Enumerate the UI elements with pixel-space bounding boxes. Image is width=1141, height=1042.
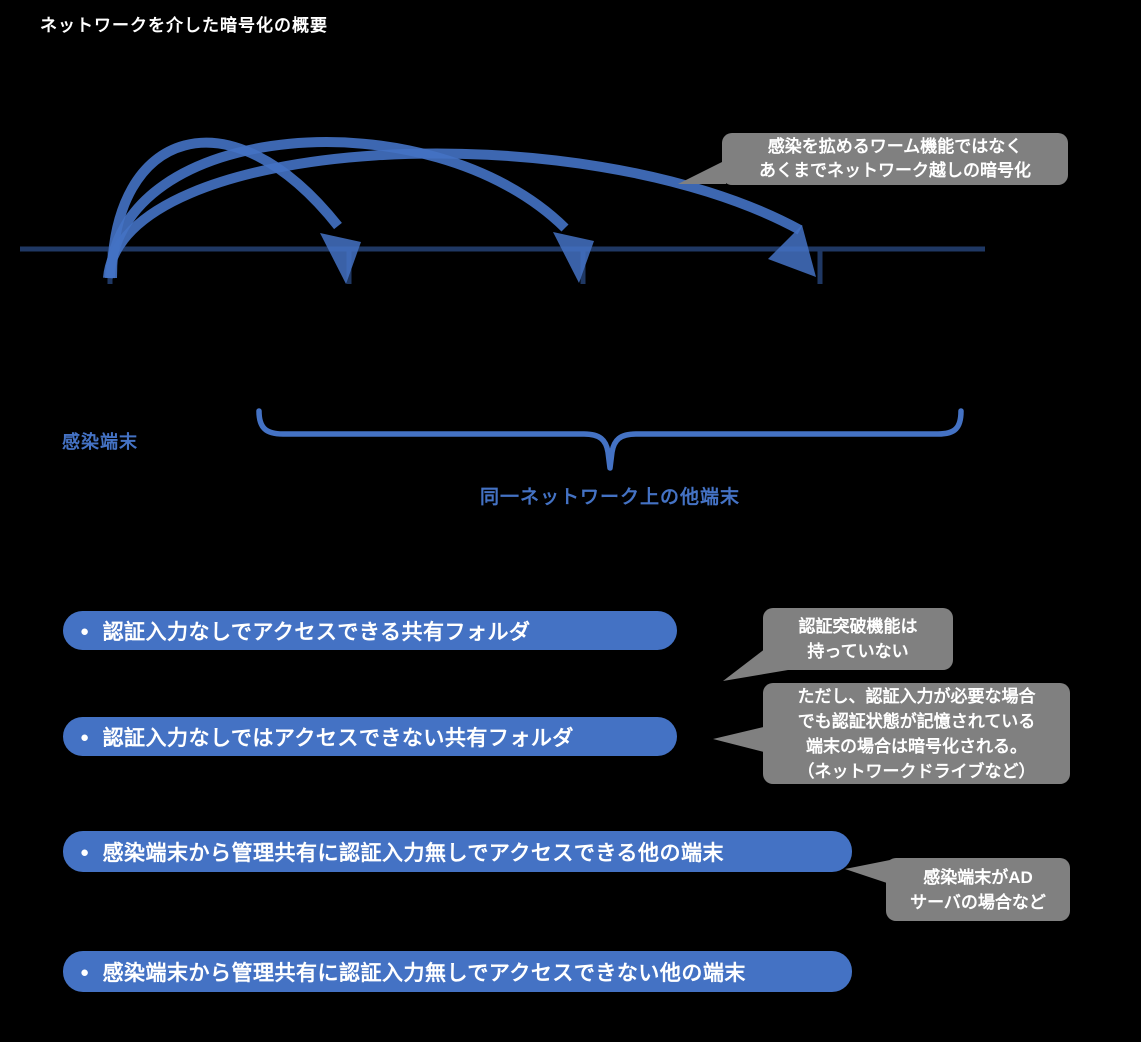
pill-shared-folder-auth-required: ● 認証入力なしではアクセスできない共有フォルダ	[63, 717, 677, 756]
bullet-icon: ●	[80, 623, 90, 640]
pill-admin-share-accessible: ● 感染端末から管理共有に認証入力無しでアクセスできる他の端末	[63, 831, 852, 872]
no-auth-bypass-callout: 認証突破機能は 持っていない	[763, 608, 953, 670]
no-auth-bypass-line1: 認証突破機能は	[798, 617, 918, 636]
ad-server-line1: 感染端末がAD	[923, 867, 1033, 887]
arrowheads	[320, 225, 816, 284]
auth-note-callout-tail	[713, 726, 768, 753]
auth-note-line3: 端末の場合は暗号化される。	[806, 736, 1027, 756]
auth-note-line1: ただし、認証入力が必要な場合	[797, 686, 1036, 706]
no-auth-bypass-line2: 持っていない	[807, 642, 909, 661]
auth-note-line2: でも認証状態が記憶されている	[797, 711, 1036, 731]
ad-server-callout: 感染端末がAD サーバの場合など	[886, 858, 1070, 921]
auth-note-line4: （ネットワークドライブなど）	[797, 761, 1036, 781]
other-terminals-label: 同一ネットワーク上の他端末	[479, 487, 740, 508]
pill-label: 認証入力なしでアクセスできる共有フォルダ	[102, 620, 531, 644]
worm-callout-line1: 感染を拡めるワーム機能ではなく	[767, 137, 1023, 156]
arrowhead-1	[320, 233, 361, 284]
terminal-ticks	[107, 250, 823, 284]
bullet-icon: ●	[80, 844, 90, 861]
pill-admin-share-not-accessible: ● 感染端末から管理共有に認証入力無しでアクセスできない他の端末	[63, 951, 852, 992]
bullet-icon: ●	[80, 729, 90, 746]
arrowhead-3	[768, 225, 816, 277]
ad-server-line2: サーバの場合など	[910, 892, 1046, 912]
pill-shared-folder-no-auth: ● 認証入力なしでアクセスできる共有フォルダ	[63, 611, 677, 650]
pill-label: 感染端末から管理共有に認証入力無しでアクセスできる他の端末	[102, 841, 724, 865]
encryption-arcs	[103, 137, 803, 279]
auth-note-callout: ただし、認証入力が必要な場合 でも認証状態が記憶されている 端末の場合は暗号化さ…	[763, 683, 1070, 784]
worm-callout-line2: あくまでネットワーク越しの暗号化	[759, 161, 1031, 180]
pill-label: 感染端末から管理共有に認証入力無しでアクセスできない他の端末	[102, 961, 746, 985]
arc-to-terminal-1	[107, 137, 342, 279]
worm-callout: 感染を拡めるワーム機能ではなく あくまでネットワーク越しの暗号化	[722, 133, 1068, 185]
pill-label: 認証入力なしではアクセスできない共有フォルダ	[102, 726, 574, 750]
bullet-icon: ●	[80, 964, 90, 981]
arrowhead-2	[553, 232, 594, 283]
other-terminals-brace	[256, 408, 964, 471]
arc-to-terminal-3	[103, 148, 803, 279]
arc-to-terminal-2	[105, 137, 569, 279]
page-title: ネットワークを介した暗号化の概要	[40, 16, 328, 35]
infected-terminal-label: 感染端末	[62, 432, 138, 452]
ad-server-callout-tail	[845, 860, 890, 884]
worm-callout-tail	[678, 160, 726, 184]
